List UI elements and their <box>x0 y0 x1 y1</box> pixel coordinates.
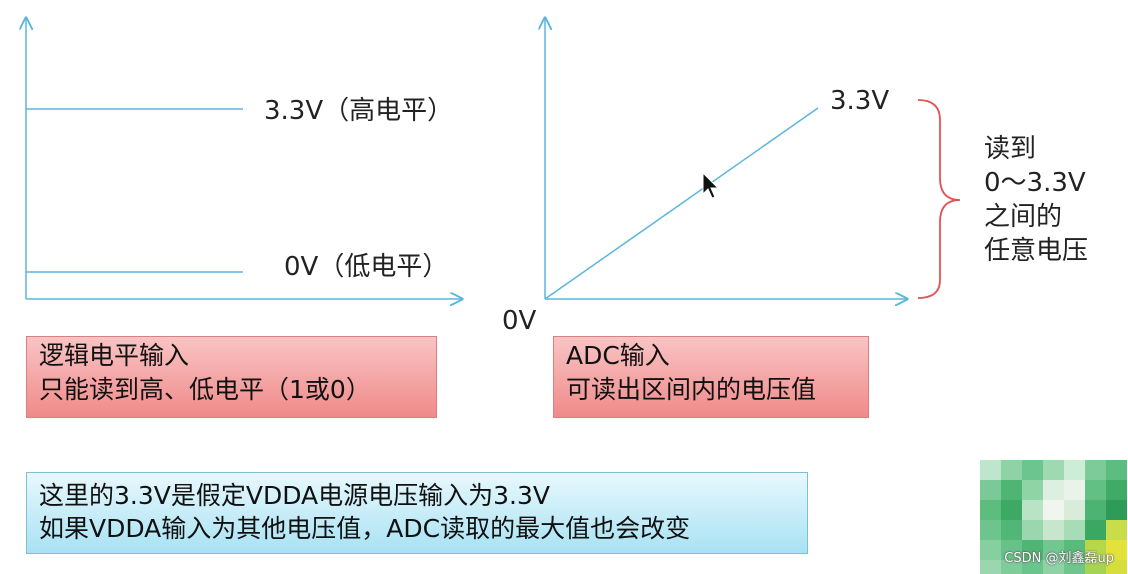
watermark: CSDN @刘鑫磊up <box>1004 551 1114 566</box>
analog-ramp-line <box>544 107 819 300</box>
mouse-cursor-icon <box>702 172 720 199</box>
logic-level-title: 逻辑电平输入 <box>39 341 190 370</box>
vdda-note-box: 这里的3.3V是假定VDDA电源电压输入为3.3V 如果VDDA输入为其他电压值… <box>26 472 808 554</box>
range-note: 读到 0～3.3V 之间的 任意电压 <box>984 132 1088 268</box>
adc-max-label: 3.3V <box>830 86 890 116</box>
logic-level-box: 逻辑电平输入 只能读到高、低电平（1或0） <box>26 336 437 418</box>
range-note-line: 之间的 <box>984 202 1063 232</box>
range-note-line: 读到 <box>984 134 1037 164</box>
vdda-note-line: 如果VDDA输入为其他电压值，ADC读取的最大值也会改变 <box>39 514 691 543</box>
low-level-label: 0V（低电平） <box>284 252 449 282</box>
pixelated-avatar <box>980 460 1128 574</box>
origin-label: 0V <box>502 306 537 336</box>
logic-level-desc: 只能读到高、低电平（1或0） <box>39 375 371 404</box>
high-level-label: 3.3V（高电平） <box>264 96 454 126</box>
vdda-note-line: 这里的3.3V是假定VDDA电源电压输入为3.3V <box>39 481 550 510</box>
adc-input-title: ADC输入 <box>566 341 670 370</box>
adc-input-desc: 可读出区间内的电压值 <box>566 375 817 404</box>
range-note-line: 0～3.3V <box>984 168 1086 198</box>
range-brace <box>917 99 961 299</box>
adc-input-box: ADC输入 可读出区间内的电压值 <box>553 336 869 418</box>
range-note-line: 任意电压 <box>984 236 1089 266</box>
